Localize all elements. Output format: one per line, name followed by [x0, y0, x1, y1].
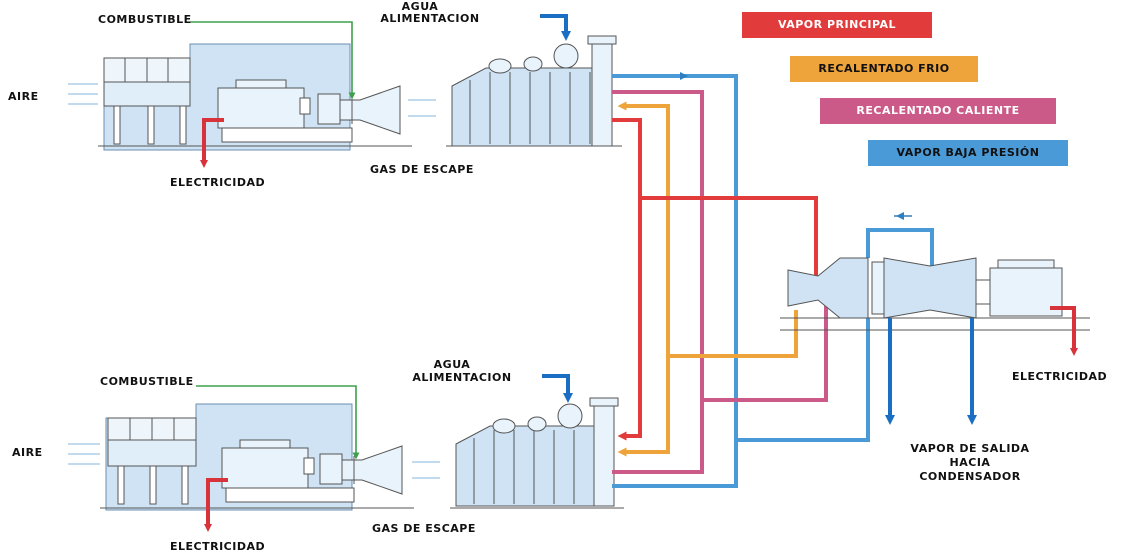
pipe-lp-to-turbine [612, 318, 870, 488]
pipe-lp-crossover [866, 228, 934, 266]
exhaust-arrows [408, 99, 436, 117]
label-electricidad-bottom: ELECTRICIDAD [170, 540, 266, 553]
label-electricidad-steam: ELECTRICIDAD [1012, 370, 1108, 383]
exhaust-arrows [412, 461, 440, 479]
turbine-base [221, 127, 353, 143]
generator-body [221, 447, 309, 489]
drum-hp [557, 403, 583, 429]
feedwater-arrow [542, 374, 573, 403]
generator-body [217, 87, 305, 129]
bottom-gas-turbine [68, 385, 440, 532]
pipe-hot-reheat [612, 90, 828, 402]
steam-pipes [612, 74, 934, 488]
top-hrsg [446, 14, 622, 147]
drum-hp [553, 43, 579, 69]
support-legs [117, 465, 189, 505]
lp-turbine [883, 257, 977, 319]
feedwater-arrow [540, 14, 571, 41]
pipe-cold-reheat-bottom [617, 356, 670, 457]
label-hacia: HACIA [949, 456, 991, 469]
drum-lp [488, 58, 512, 74]
drum-lp [492, 418, 516, 434]
label-electricidad-top: ELECTRICIDAD [170, 176, 266, 189]
turbine-base [225, 487, 355, 503]
pipe-cold-reheat-top [617, 101, 798, 358]
air-filter [103, 57, 191, 107]
pipe-lp-top [612, 74, 738, 440]
bottom-hrsg [450, 374, 624, 509]
pipe-main-steam [612, 118, 818, 276]
label-combustible-top: COMBUSTIBLE [98, 13, 192, 26]
label-gas-escape-bottom: GAS DE ESCAPE [372, 522, 476, 535]
label-vapor-salida: VAPOR DE SALIDA [910, 442, 1030, 455]
electricity-arrow [1050, 306, 1078, 356]
label-condensador: CONDENSADOR [919, 470, 1021, 483]
fuel-line [196, 385, 360, 460]
label-aire-top: AIRE [8, 90, 39, 103]
label-gas-escape-top: GAS DE ESCAPE [370, 163, 474, 176]
flow-arrows [680, 72, 912, 220]
drum-ip [523, 56, 543, 72]
label-agua-bottom: AGUA [433, 358, 471, 371]
label-alimentacion-bottom: ALIMENTACION [412, 371, 512, 384]
label-combustible-bottom: COMBUSTIBLE [100, 375, 194, 388]
support-legs [113, 105, 187, 145]
turbine-exhaust-cone [341, 445, 403, 495]
electricity-arrow [200, 118, 224, 168]
top-gas-turbine [68, 21, 436, 168]
legend-recalentado-frio: RECALENTADO FRIO [790, 56, 978, 82]
stack [591, 39, 613, 147]
legend-vapor-baja-presion: VAPOR BAJA PRESIÓN [868, 140, 1068, 166]
stack [593, 401, 615, 507]
pipe-main-steam-bottom [617, 198, 642, 441]
turbine-exhaust-cone [339, 85, 401, 135]
label-aire-bottom: AIRE [12, 446, 43, 459]
label-alimentacion-top: ALIMENTACION [380, 12, 480, 25]
air-intake-arrows [68, 83, 98, 105]
legend-recalentado-caliente: RECALENTADO CALIENTE [820, 98, 1056, 124]
steam-turbine [780, 257, 1090, 425]
air-filter [107, 417, 197, 467]
air-intake-arrows [68, 443, 100, 465]
hrsg-body [451, 67, 611, 147]
electricity-arrow [204, 478, 228, 532]
fuel-line [190, 21, 356, 100]
legend-vapor-principal: VAPOR PRINCIPAL [742, 12, 932, 38]
drum-ip [527, 416, 547, 432]
label-agua-top: AGUA [401, 0, 439, 13]
pipe-hot-reheat-bottom [612, 400, 704, 474]
